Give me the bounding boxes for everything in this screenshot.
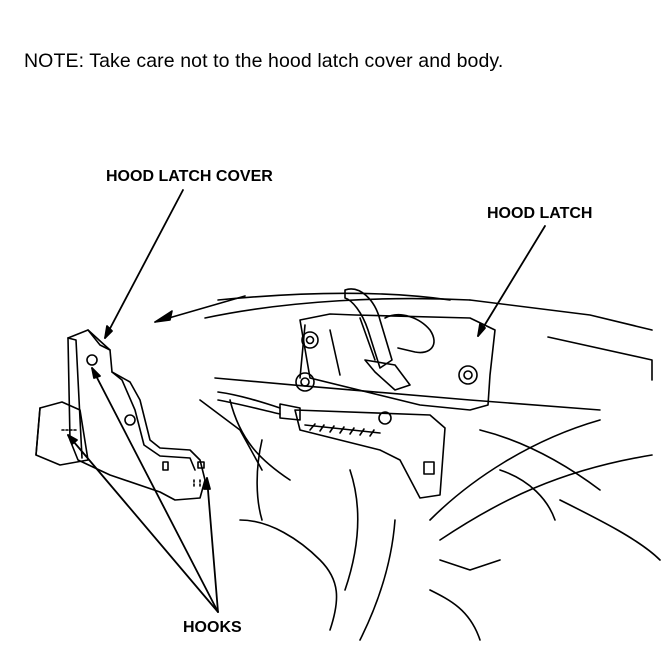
hood-latch-label: HOOD LATCH — [487, 205, 593, 222]
hood-latch-assembly — [217, 288, 496, 499]
hooks-label: HOOKS — [183, 619, 242, 636]
note-text: NOTE: Take care not to the hood latch co… — [24, 50, 504, 72]
vehicle-body-outline — [199, 292, 661, 641]
leader-lines — [67, 189, 546, 613]
removal-direction-arrow — [154, 295, 246, 323]
hood-latch-cover — [35, 329, 206, 501]
hood-latch-cover-label: HOOD LATCH COVER — [106, 168, 273, 185]
